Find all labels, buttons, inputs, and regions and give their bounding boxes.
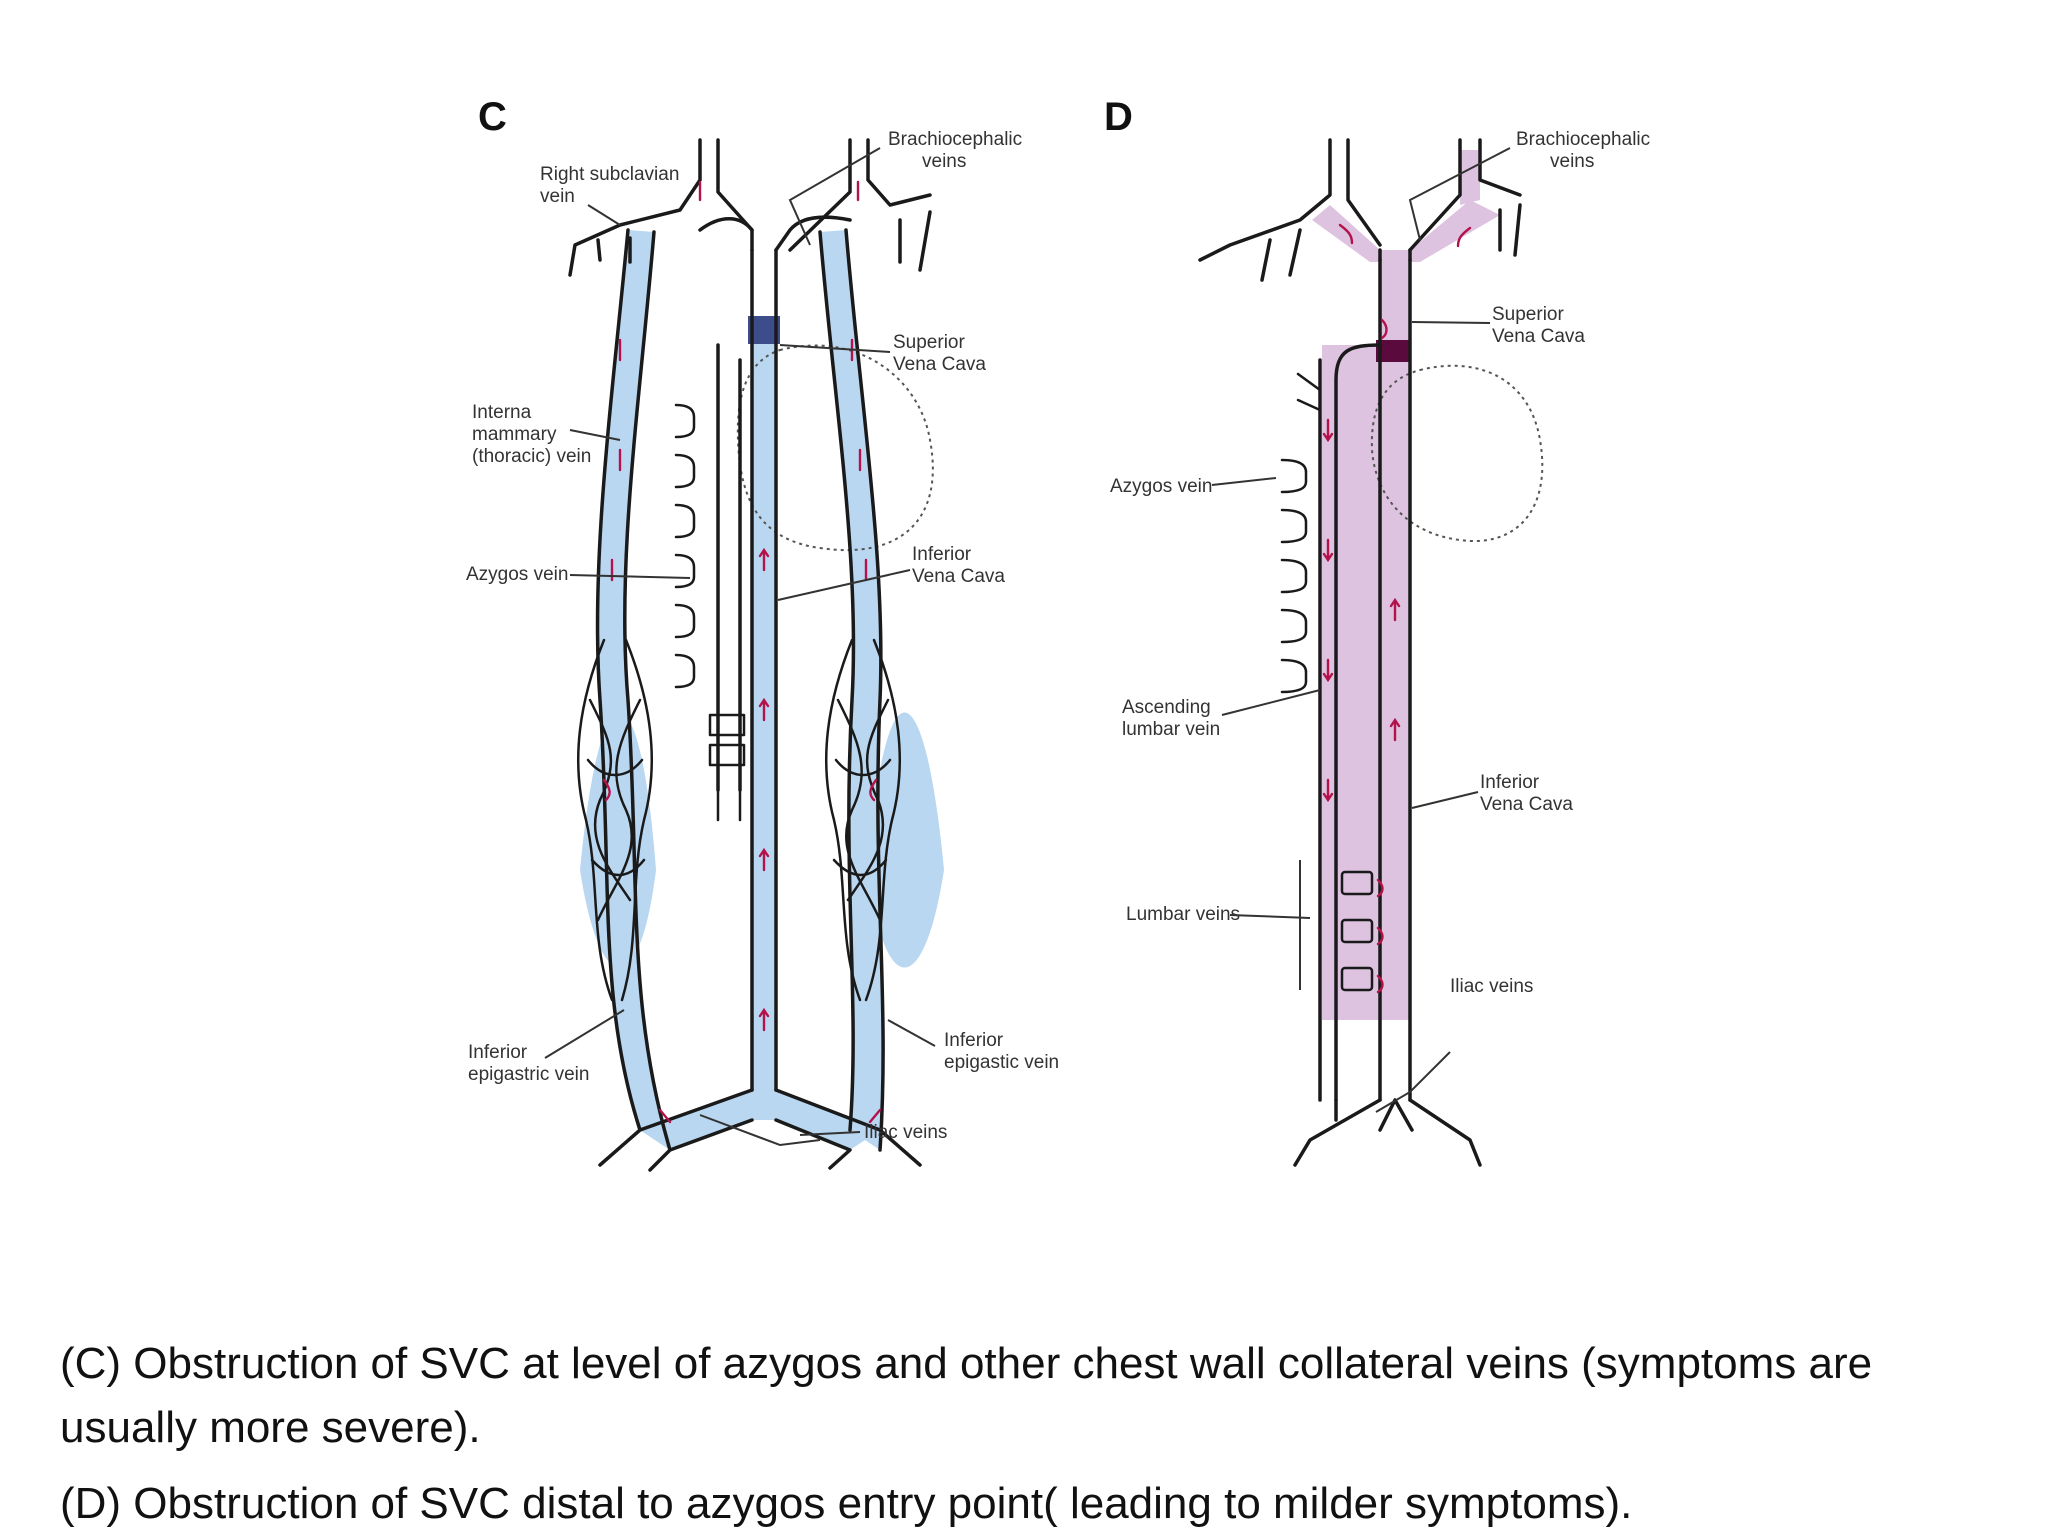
panel-d: D: [1104, 95, 1655, 1167]
label-c-superior-vena-cava: Superior Vena Cava: [893, 332, 986, 375]
panel-d-upper-veins: [1198, 138, 1522, 282]
label-c-right-subclavian: Right subclavian vein: [540, 164, 685, 207]
caption-panel-c: (C) Obstruction of SVC at level of azygo…: [60, 1339, 1873, 1452]
label-c-internal-mammary: Interna mammary (thoracic) vein: [472, 402, 591, 467]
panel-d-letter: D: [1104, 95, 1133, 139]
label-d-iliac: Iliac veins: [1450, 976, 1533, 997]
label-c-brachiocephalic: Brachiocephalic veins: [888, 129, 1027, 172]
panel-c-azygos-system: [674, 343, 746, 822]
label-c-azygos: Azygos vein: [466, 564, 568, 585]
label-d-lumbar: Lumbar veins: [1126, 904, 1240, 925]
label-c-inferior-vena-cava: Inferior Vena Cava: [912, 544, 1005, 587]
panel-c-leader-lines: [544, 147, 936, 1136]
panel-d-flow-arrows: [1322, 223, 1472, 994]
panel-d-azygos-system: [1280, 343, 1382, 1102]
panel-d-svc-obstruction: [1376, 340, 1410, 362]
label-c-iliac: Iliac veins: [864, 1122, 947, 1143]
panel-d-flow-fill: [1312, 150, 1500, 1020]
label-d-inferior-vena-cava: Inferior Vena Cava: [1480, 772, 1573, 815]
label-d-superior-vena-cava: Superior Vena Cava: [1492, 304, 1585, 347]
label-c-inferior-epigastric-right: Inferior epigastic vein: [944, 1030, 1059, 1073]
panel-d-leader-lines: [1211, 147, 1511, 990]
panel-c-left-collateral: [577, 228, 672, 1152]
panel-c-letter: C: [478, 95, 507, 139]
label-d-azygos: Azygos vein: [1110, 476, 1212, 497]
label-d-brachiocephalic: Brachiocephalic veins: [1516, 129, 1655, 172]
panel-c-right-collateral: [818, 228, 901, 1152]
label-d-ascending-lumbar: Ascending lumbar vein: [1122, 697, 1220, 740]
panel-c-iliac-veins: [598, 1088, 922, 1172]
panel-c-upper-veins: [568, 138, 932, 277]
panel-c: C: [466, 95, 1059, 1172]
caption-panel-d: (D) Obstruction of SVC distal to azygos …: [60, 1479, 1633, 1528]
panel-d-vena-cava: [1378, 258, 1412, 1102]
panel-d-iliac-veins: [1293, 1051, 1482, 1167]
label-c-inferior-epigastric-left: Inferior epigastric vein: [468, 1042, 589, 1085]
panel-d-heart-outline: [1370, 364, 1544, 543]
panel-c-vena-cava: [750, 248, 778, 1092]
